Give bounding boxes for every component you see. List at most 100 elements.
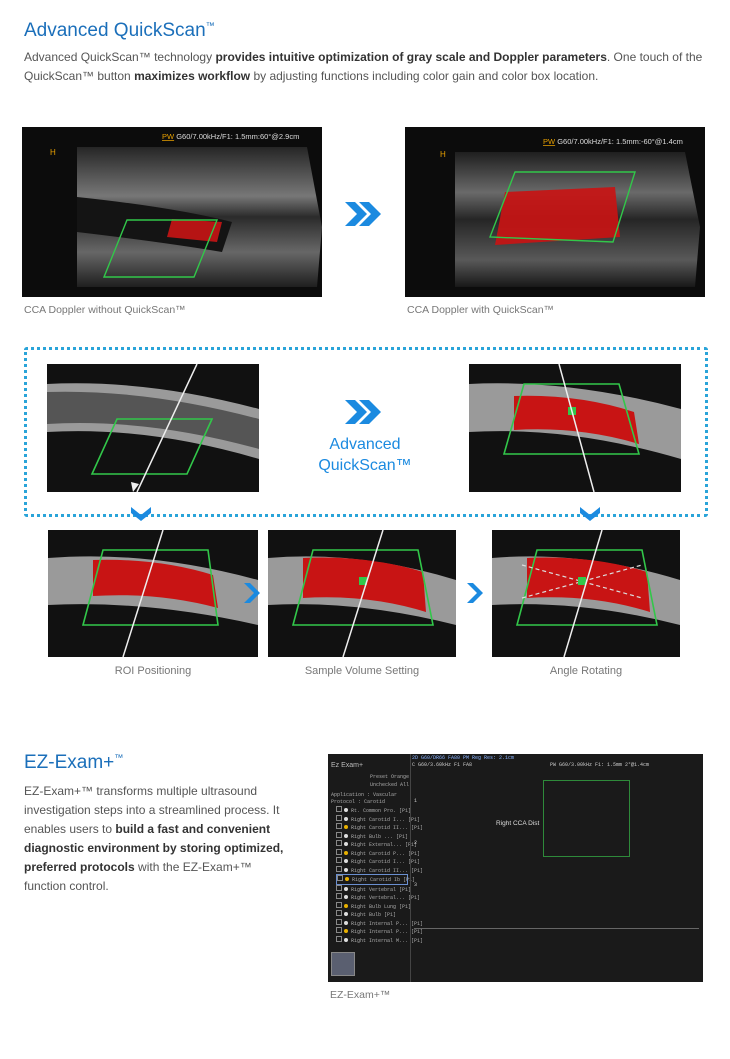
preset-dot-icon	[344, 920, 348, 925]
protocol-list-item[interactable]: Right External... [P1]	[336, 840, 417, 849]
checkbox-icon[interactable]	[336, 840, 342, 846]
scale-tick: 2	[414, 840, 418, 846]
checkbox-icon[interactable]	[336, 918, 342, 925]
legend-unchecked: Unchecked All	[370, 782, 410, 788]
protocol-list-item[interactable]: Right Carotid Ib [P1]	[336, 874, 415, 885]
checkbox-icon[interactable]	[336, 893, 342, 899]
checkbox-icon[interactable]	[337, 875, 343, 881]
svg-text:PW G60/7.00kHz/F1: 1.5mm:-60°@: PW G60/7.00kHz/F1: 1.5mm:-60°@1.4cm	[543, 137, 683, 146]
tm-mark: ™	[114, 752, 124, 763]
ez-ui-header-sub: C G60/3.60kHz F1 FA8	[412, 762, 473, 768]
caption-right: CCA Doppler with QuickScan™	[407, 304, 555, 316]
baseline	[414, 928, 699, 929]
protocol-list-item[interactable]: Right Bulb [P1]	[336, 910, 408, 919]
ez-ui-header-top: 2D G60/DR66 FA80 PM Reg Res: 2.1cm	[412, 755, 515, 761]
protocol-list-item[interactable]: Right Bulb Lung [P1]	[336, 901, 412, 911]
label-line-1: Advanced	[329, 436, 401, 453]
svg-text:PW G60/7.00kHz/F1: 1.5mm:60°@2: PW G60/7.00kHz/F1: 1.5mm:60°@2.9cm	[162, 132, 299, 141]
preset-dot-icon	[344, 912, 348, 916]
preset-dot-icon	[344, 842, 348, 846]
application-line: Application : Vascular	[331, 792, 398, 798]
chevron-right-icon	[467, 583, 483, 608]
checkbox-icon[interactable]	[336, 814, 342, 821]
protocol-label: Right External... [P1]	[351, 842, 418, 848]
diagram-sample-volume	[268, 529, 456, 658]
chevron-right-icon	[244, 583, 260, 608]
protocol-list-item[interactable]: Right Carotid I... [P1]	[336, 857, 420, 866]
step-label-roi: ROI Positioning	[114, 665, 192, 677]
protocol-label: Right Carotid Ib [P1]	[352, 877, 416, 883]
ultrasound-left-svg: H PW G60/7.00kHz/F1: 1.5mm:60°@2.9cm	[50, 132, 322, 287]
cca-with-quickscan-image: H PW G60/7.00kHz/F1: 1.5mm:-60°@1.4cm	[405, 127, 705, 297]
checkbox-icon[interactable]	[336, 927, 342, 933]
checkbox-icon[interactable]	[336, 857, 342, 863]
protocol-list-item[interactable]: Right Bulb ... [P1]	[336, 831, 409, 841]
preset-dot-icon	[344, 903, 348, 908]
preset-dot-icon	[344, 833, 348, 838]
divider	[410, 754, 411, 982]
protocol-list-item[interactable]: Rt. Common Pro. [P1]	[336, 806, 412, 815]
caption-ezexam: EZ-Exam+™	[330, 989, 391, 1001]
protocol-label: Right Carotid II... [P1]	[351, 825, 424, 831]
checkbox-icon[interactable]	[336, 865, 342, 872]
protocol-label: Right Bulb ... [P1]	[351, 833, 409, 840]
protocol-list-item[interactable]: Right Vertebral... [P1]	[336, 893, 420, 902]
protocol-label: Right Internal P... [P1]	[351, 929, 424, 935]
section-title-ezexam: EZ-Exam+™	[24, 752, 123, 774]
step-label-angle: Angle Rotating	[549, 665, 623, 677]
desc-segment: provides intuitive optimization of gray …	[215, 50, 607, 64]
protocol-list-item[interactable]: Right Carotid II... [P1]	[336, 823, 423, 832]
protocol-list[interactable]: Rt. Common Pro. [P1] Right Carotid I... […	[336, 806, 423, 945]
protocol-label: Right Carotid I... [P1]	[351, 859, 421, 865]
desc-segment: by adjusting functions including color g…	[250, 69, 599, 83]
protocol-list-item[interactable]: Right Carotid I... [P1]	[336, 814, 420, 824]
cca-without-quickscan-image: H PW G60/7.00kHz/F1: 1.5mm:60°@2.9cm	[22, 127, 322, 297]
diagram-before	[47, 363, 259, 493]
desc-segment: build a fast and convenient diagnostic e…	[24, 822, 284, 874]
checkbox-icon[interactable]	[336, 806, 342, 812]
desc-segment: . One touch of the QuickScan™ button	[24, 50, 703, 83]
diagram-roi-positioning	[48, 529, 258, 658]
diagram-after	[469, 363, 681, 493]
protocol-list-item[interactable]: Right Internal P... [P1]	[336, 927, 423, 936]
protocol-label: Right Vertebral... [P1]	[351, 895, 421, 901]
title-text: EZ-Exam+	[24, 752, 115, 773]
scale-tick: 3	[414, 882, 418, 888]
protocol-label: Right Internal M... [P1]	[351, 937, 424, 944]
ezexam-description: EZ-Exam+™ transforms multiple ultrasound…	[24, 782, 294, 896]
preset-dot-icon	[344, 825, 348, 829]
protocol-list-item[interactable]: Right Internal M... [P1]	[336, 935, 423, 945]
checkbox-icon[interactable]	[336, 848, 342, 855]
checkbox-icon[interactable]	[336, 901, 342, 908]
protocol-list-item[interactable]: Right Carotid II... [P1]	[336, 865, 423, 875]
protocol-label: Rt. Common Pro. [P1]	[351, 808, 412, 814]
protocol-list-item[interactable]: Right Vertebral [P1]	[336, 884, 412, 894]
caption-left: CCA Doppler without QuickScan™	[24, 304, 186, 316]
checkbox-icon[interactable]	[336, 935, 342, 942]
overlay-label: Right CCA Dist	[496, 820, 540, 827]
protocol-line: Protocol : Carotid	[331, 799, 386, 805]
step-label-sample: Sample Volume Setting	[304, 665, 420, 677]
preset-dot-icon	[344, 895, 348, 899]
vessel-after-svg	[469, 363, 681, 493]
checkbox-icon[interactable]	[336, 884, 342, 891]
params-label: G60/7.00kHz/F1: 1.5mm:-60°@1.4cm	[557, 137, 683, 146]
preset-dot-icon	[344, 816, 348, 821]
thumbnail[interactable]	[331, 952, 355, 976]
checkbox-icon[interactable]	[336, 831, 342, 838]
protocol-label: Right Bulb Lung [P1]	[351, 903, 412, 910]
preset-dot-icon	[344, 850, 348, 855]
protocol-list-item[interactable]: Right Carotid P... [P1]	[336, 848, 420, 858]
preset-dot-icon	[344, 808, 348, 812]
protocol-label: Right Carotid I... [P1]	[351, 816, 421, 823]
protocol-label: Right Vertebral [P1]	[351, 886, 412, 893]
h-marker: H	[50, 148, 56, 157]
scale-tick: 1	[414, 798, 418, 804]
protocol-label: Right Carotid II... [P1]	[351, 867, 424, 874]
checkbox-icon[interactable]	[336, 823, 342, 829]
h-marker: H	[440, 150, 446, 159]
checkbox-icon[interactable]	[336, 910, 342, 916]
protocol-list-item[interactable]: Right Internal P... [P1]	[336, 918, 423, 928]
preset-dot-icon	[344, 937, 348, 942]
preset-dot-icon	[344, 867, 348, 872]
